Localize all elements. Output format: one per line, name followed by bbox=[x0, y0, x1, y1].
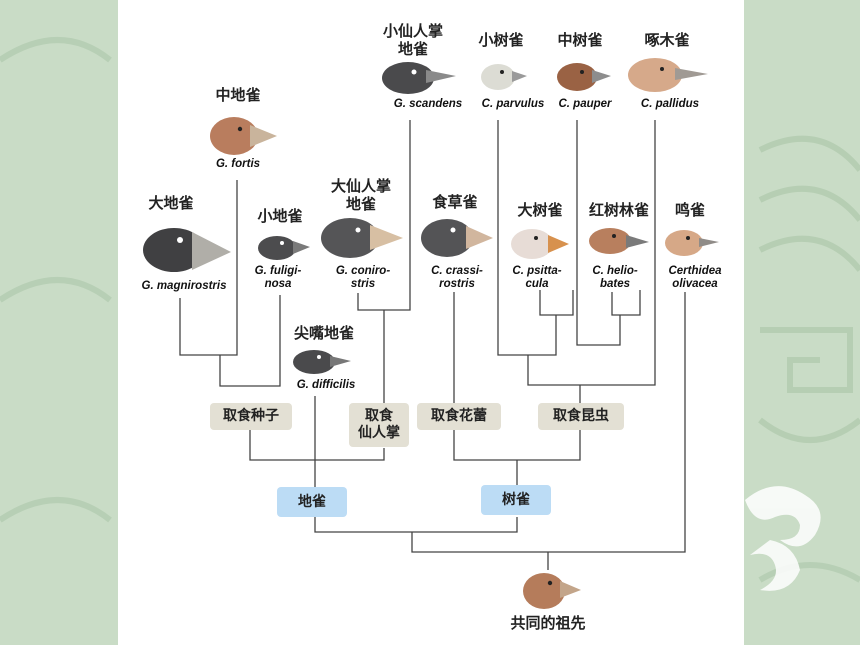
label-g-fuliginosa: G. fuligi-nosa bbox=[254, 265, 302, 290]
label-c-parvulus: C. parvulus bbox=[481, 98, 545, 110]
label-woodpecker-cn: 啄木雀 bbox=[644, 31, 690, 49]
label-c-crassirostris: C. crassi-rostris bbox=[431, 265, 483, 290]
box-eat-seeds: 取食种子 bbox=[210, 403, 292, 430]
label-common-ancestor: 共同的祖先 bbox=[510, 614, 586, 632]
bird-c-pallidus bbox=[628, 58, 708, 92]
label-small-tree-cn: 小树雀 bbox=[478, 31, 524, 49]
swirl-ornament bbox=[745, 486, 821, 591]
label-mangrove-cn: 红树林雀 bbox=[588, 201, 649, 219]
bird-c-crassirostris bbox=[421, 219, 493, 257]
bird-c-heliobates bbox=[589, 228, 649, 254]
box-ground-finches: 地雀 bbox=[277, 487, 347, 517]
label-sharp-beaked-cn: 尖嘴地雀 bbox=[293, 324, 354, 342]
box-tree-finches: 树雀 bbox=[481, 485, 551, 515]
label-c-heliobates: C. helio-bates bbox=[592, 265, 638, 290]
label-c-pallidus: C. pallidus bbox=[640, 98, 700, 110]
label-small-ground-cn: 小地雀 bbox=[257, 207, 303, 225]
label-c-pauper: C. pauper bbox=[558, 98, 612, 110]
label-large-ground-cn: 大地雀 bbox=[148, 194, 194, 212]
label-g-fortis: G. fortis bbox=[215, 158, 261, 170]
bird-g-fuliginosa bbox=[258, 236, 310, 260]
label-g-magnirostris: G. magnirostris bbox=[141, 280, 227, 292]
box-eat-insects: 取食昆虫 bbox=[538, 403, 624, 430]
bird-g-difficilis bbox=[293, 350, 351, 374]
bird-g-scandens bbox=[382, 62, 456, 94]
label-g-difficilis: G. difficilis bbox=[296, 379, 356, 391]
label-large-tree-cn: 大树雀 bbox=[517, 201, 563, 219]
bird-c-psittacula bbox=[511, 229, 569, 259]
bird-g-fortis bbox=[210, 117, 277, 155]
label-large-cactus-cn: 大仙人掌地雀 bbox=[330, 177, 391, 213]
label-g-scandens: G. scandens bbox=[393, 98, 463, 110]
label-medium-ground-cn: 中地雀 bbox=[215, 86, 261, 104]
bird-c-parvulus bbox=[481, 64, 527, 90]
bird-g-magnirostris bbox=[143, 228, 231, 272]
label-g-conirostris: G. coniro-stris bbox=[335, 265, 391, 290]
bird-g-conirostris bbox=[321, 218, 403, 258]
box-eat-buds: 取食花蕾 bbox=[417, 403, 501, 430]
label-small-cactus-cn: 小仙人掌地雀 bbox=[382, 22, 443, 58]
label-warbler-cn: 鸣雀 bbox=[674, 201, 705, 219]
box-eat-cactus: 取食仙人掌 bbox=[349, 403, 409, 447]
bird-common-ancestor bbox=[523, 573, 581, 609]
label-c-psittacula: C. psitta-cula bbox=[512, 265, 562, 290]
bird-certhidea-olivacea bbox=[665, 230, 719, 256]
label-medium-tree-cn: 中树雀 bbox=[557, 31, 603, 49]
bird-c-pauper bbox=[557, 63, 611, 91]
label-vegetarian-cn: 食草雀 bbox=[432, 193, 478, 211]
diagram-panel bbox=[118, 0, 744, 645]
